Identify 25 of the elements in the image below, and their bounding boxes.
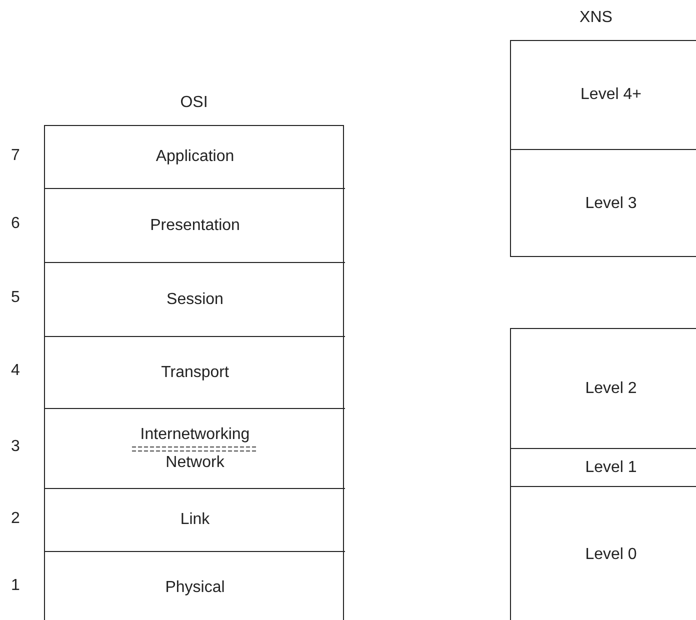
layer-name: Level 3 bbox=[585, 194, 637, 214]
protocol-stack bbox=[510, 40, 696, 257]
layer-name: Internetworking bbox=[140, 424, 250, 444]
layer-name: Physical bbox=[165, 578, 225, 598]
layer-name: Application bbox=[156, 147, 234, 167]
layer-name: Presentation bbox=[150, 216, 240, 236]
protocol-stack bbox=[510, 328, 696, 620]
protocol-stack bbox=[44, 125, 344, 620]
layer-name: Level 4+ bbox=[580, 85, 642, 105]
layer-number: 6 bbox=[11, 214, 20, 234]
layer-name: Transport bbox=[161, 362, 229, 382]
layer-name: Level 0 bbox=[585, 545, 637, 565]
layer-number: 3 bbox=[11, 437, 20, 457]
layer-name: Network bbox=[166, 452, 224, 472]
layer-number: 2 bbox=[11, 508, 20, 528]
layer-name: Level 2 bbox=[585, 378, 637, 398]
stack-heading: OSI bbox=[179, 93, 209, 113]
layer-name: Level 1 bbox=[585, 458, 637, 478]
layer-number: 4 bbox=[11, 361, 20, 381]
layer-name: Link bbox=[180, 510, 210, 530]
layer-number: 1 bbox=[11, 576, 20, 596]
layer-name: Session bbox=[166, 290, 224, 310]
layer-number: 7 bbox=[11, 146, 20, 166]
stack-heading: XNS bbox=[578, 8, 614, 28]
layer-number: 5 bbox=[11, 288, 20, 308]
